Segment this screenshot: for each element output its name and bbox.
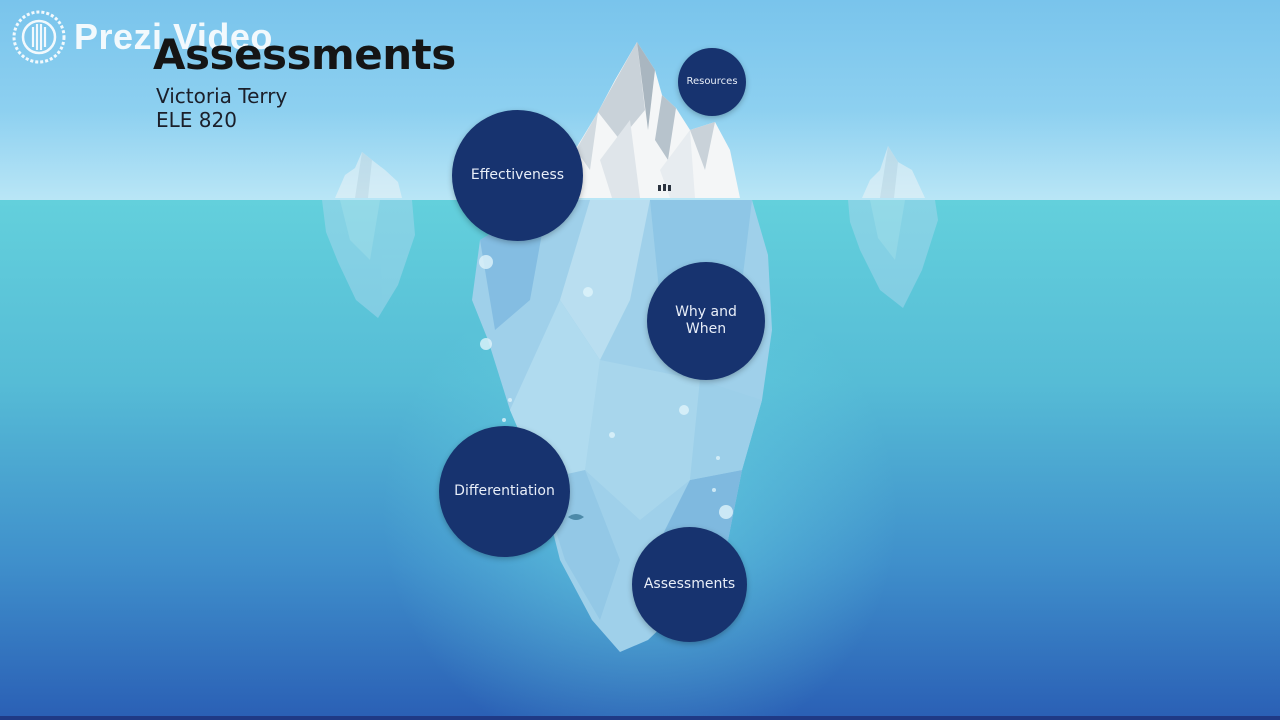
topic-label: Assessments [643, 575, 736, 592]
iceberg-top-icon [560, 42, 740, 198]
topic-label: Effectiveness [470, 166, 565, 183]
penguins-icon [658, 184, 671, 191]
logo-text: Prezi Video [74, 16, 273, 57]
topic-assessments-button[interactable]: Assessments [632, 527, 747, 642]
topic-label: Differentiation [454, 482, 555, 499]
topic-why-and-when-button[interactable]: Why and When [647, 262, 765, 380]
bubbles-icon [479, 255, 733, 519]
bottom-edge-bar [0, 716, 1280, 720]
left-iceberg-icon [322, 152, 415, 318]
author-name: Victoria Terry [156, 84, 288, 108]
slide-title: Assessments [153, 30, 456, 79]
topic-differentiation-button[interactable]: Differentiation [439, 426, 570, 557]
topic-effectiveness-button[interactable]: Effectiveness [452, 110, 583, 241]
prezi-logo-icon [12, 10, 66, 64]
topic-label: Why and When [675, 303, 737, 338]
right-iceberg-icon [848, 146, 938, 308]
course-code: ELE 820 [156, 108, 237, 132]
topic-resources-button[interactable]: Resources [678, 48, 746, 116]
prezi-video-logo: Prezi Video [12, 10, 273, 64]
topic-label: Resources [686, 75, 738, 87]
fish-icon [568, 514, 584, 520]
